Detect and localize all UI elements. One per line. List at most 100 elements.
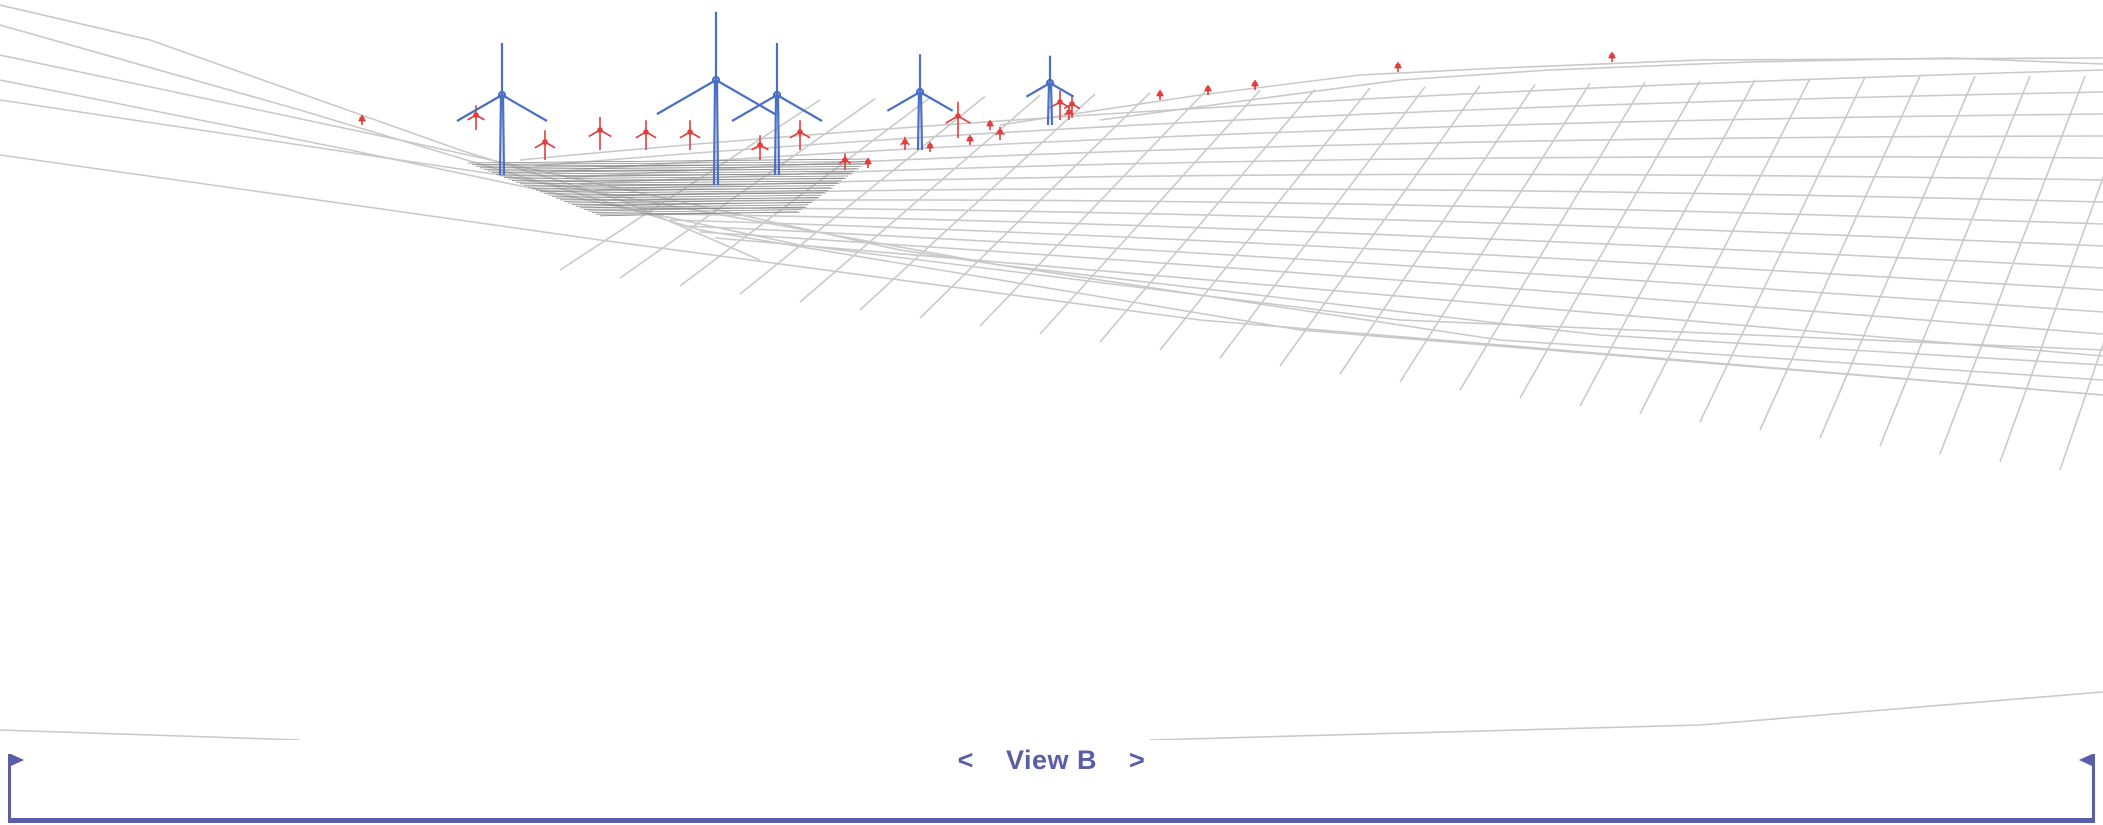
existing-turbine (838, 153, 852, 170)
terrain-grid-line (1219, 86, 1426, 359)
valley-mesh-line (467, 158, 871, 164)
left-flag-icon (11, 754, 24, 766)
existing-turbine (1608, 52, 1616, 62)
existing-turbine (1156, 90, 1164, 100)
terrain-grid-line (1699, 76, 1866, 423)
terrain-contour-line (579, 155, 2103, 185)
frame-left-bracket (8, 754, 11, 821)
proposed-turbines (456, 11, 1075, 186)
terrain-contour-line (699, 231, 2103, 335)
proposed-turbine (731, 43, 823, 176)
valley-mesh-line (479, 163, 864, 169)
terrain-grid-line (1879, 75, 2031, 447)
view-title: View B (1005, 745, 1098, 775)
right-flag-icon (2079, 754, 2092, 766)
existing-turbine (945, 101, 971, 138)
existing-turbine (1204, 85, 1212, 95)
terrain-contour-line (654, 213, 2103, 269)
valley-mesh-line (515, 177, 844, 183)
valley-mesh-line (471, 161, 868, 165)
view-title-group: < View B > (0, 745, 2103, 776)
frame-bottom-rule (8, 818, 2095, 823)
terrain-ridge-line (0, 24, 2103, 396)
terrain-grid-line (2059, 342, 2103, 471)
existing-turbine (926, 142, 934, 152)
terrain-contour-line (519, 69, 2103, 161)
existing-turbine (1064, 106, 1074, 120)
terrain-grid-line (1579, 79, 1756, 407)
valley-mesh-line (587, 206, 805, 212)
valley-mesh-line (563, 197, 818, 202)
terrain-contour-line (669, 219, 2103, 291)
terrain-grid-line (1339, 83, 1536, 375)
valley-mesh-line (579, 204, 809, 209)
existing-turbine (588, 117, 612, 150)
terrain-grid-line (1099, 88, 1316, 343)
existing-turbine (995, 126, 1005, 140)
valley-mesh-line (567, 199, 816, 204)
terrain-grid-line (1519, 80, 1701, 399)
valley-mesh-line (531, 185, 835, 189)
valley-mesh-line (591, 209, 802, 213)
previous-view-button[interactable]: < (957, 745, 974, 775)
next-view-button[interactable]: > (1129, 745, 1146, 775)
existing-turbine (679, 120, 701, 150)
existing-turbine (1049, 90, 1071, 120)
terrain-contour-line (534, 91, 2103, 167)
valley-mesh-line (527, 182, 838, 188)
terrain-grid-line (1159, 87, 1371, 351)
proposed-turbine (456, 43, 548, 176)
terrain-ridge-line (0, 154, 2103, 396)
existing-turbines (358, 52, 1616, 170)
terrain-contour-line (609, 187, 2103, 203)
valley-mesh-line (507, 175, 849, 180)
valley-mesh-line (551, 192, 824, 197)
proposed-turbine (656, 11, 776, 186)
valley-mesh-line (519, 180, 842, 185)
proposed-turbine (886, 54, 954, 151)
valley-mesh-line (539, 187, 831, 193)
terrain-grid-line (979, 91, 1206, 327)
existing-turbine (1394, 62, 1402, 72)
terrain-grid-line (739, 95, 986, 295)
terrain-grid-line (1939, 75, 2086, 455)
terrain-ridge-line (0, 729, 301, 740)
terrain-grid-line (1279, 85, 1481, 367)
terrain-grid-line (919, 92, 1151, 319)
terrain-grid-line (1459, 81, 1646, 391)
existing-turbine (789, 120, 811, 150)
terrain-grid-line (1759, 75, 1921, 431)
valley-mesh-line (491, 168, 857, 173)
valley-mesh-line (543, 190, 829, 194)
terrain-contour-line (684, 225, 2103, 313)
terrain-grid-line (1399, 82, 1591, 383)
valley-mesh-line (483, 166, 862, 170)
existing-turbine (900, 136, 910, 150)
terrain-grid-line (859, 93, 1096, 311)
existing-turbine (986, 120, 994, 130)
terrain-contour-line (639, 207, 2103, 247)
terrain-contour-line (564, 135, 2103, 179)
existing-turbine (358, 115, 366, 125)
valley-mesh-line (599, 211, 798, 217)
existing-turbine (1251, 80, 1259, 90)
terrain-ridge-line (1149, 691, 2103, 740)
horizon-ridge (999, 57, 2103, 126)
existing-turbine (534, 130, 556, 160)
valley-dense-mesh (467, 158, 871, 217)
terrain-ridge-line (0, 99, 2103, 366)
existing-turbine (751, 135, 769, 160)
terrain-grid-line (679, 96, 931, 287)
terrain-contour-line (549, 113, 2103, 173)
frame-right-bracket (2092, 754, 2095, 821)
view-navigation-bar: < View B > (0, 740, 2103, 825)
terrain-grid-line (1039, 89, 1261, 335)
wireframe-scene (0, 4, 2103, 740)
terrain-contour-line (624, 199, 2103, 225)
valley-mesh-line (555, 194, 822, 199)
terrain-grid-line (1819, 75, 1976, 439)
view-frame (8, 754, 2095, 823)
existing-turbine (635, 120, 657, 150)
terrain-ridge-line (0, 4, 761, 261)
